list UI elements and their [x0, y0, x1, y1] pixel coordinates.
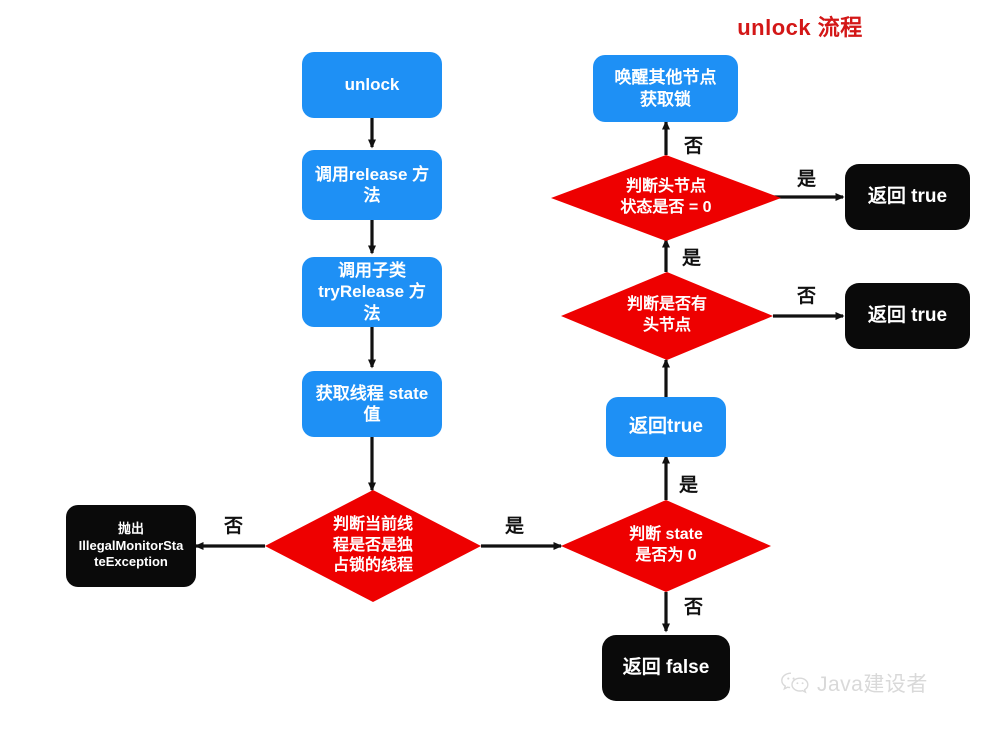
edge-label-exclusive-yes: 是	[505, 516, 525, 537]
node-call-try-release[interactable]: 调用子类 tryRelease 方法	[302, 257, 442, 327]
node-get-state[interactable]: 获取线程 state 值	[302, 371, 442, 437]
node-return-true-mid-label: 返回 true	[867, 305, 948, 327]
node-throw-exception-line1: 抛出	[117, 520, 144, 536]
node-check-head-state[interactable]: 判断头节点 状态是否 = 0	[551, 155, 781, 241]
node-get-state-line1: 获取线程 state	[315, 383, 429, 403]
node-return-true-top-label: 返回 true	[867, 186, 948, 208]
check-head-state-shape	[551, 155, 781, 241]
check-has-head-shape	[561, 272, 773, 360]
check-state-zero-shape	[561, 500, 771, 592]
node-wake-others-line2: 获取锁	[640, 89, 691, 109]
node-check-exclusive[interactable]: 判断当前线 程是否是独 占锁的线程	[265, 490, 481, 602]
edge-label-has-head-yes: 是	[682, 248, 702, 269]
node-check-has-head[interactable]: 判断是否有 头节点	[561, 272, 773, 360]
node-call-try-release-line1: 调用子类	[338, 261, 406, 281]
node-return-true-blue-label: 返回true	[629, 416, 703, 438]
edge-label-state-zero-no: 否	[684, 597, 704, 618]
node-throw-exception-line2: IllegalMonitorSta	[78, 537, 184, 553]
node-get-state-line2: 值	[363, 405, 381, 424]
watermark-text: Java建设者	[817, 673, 928, 696]
wechat-icon	[780, 671, 810, 695]
node-throw-exception-line3: teException	[94, 554, 168, 570]
node-return-true-blue[interactable]: 返回true	[606, 397, 726, 457]
node-wake-others[interactable]: 唤醒其他节点 获取锁	[593, 55, 738, 122]
node-call-release-line2: 法	[363, 186, 381, 205]
edge-label-has-head-no: 否	[797, 286, 817, 307]
node-check-state-zero[interactable]: 判断 state 是否为 0	[561, 500, 771, 592]
node-wake-others-line1: 唤醒其他节点	[614, 68, 717, 88]
node-unlock[interactable]: unlock	[302, 52, 442, 118]
node-throw-exception[interactable]: 抛出 IllegalMonitorSta teException	[66, 505, 196, 587]
check-exclusive-shape	[265, 490, 481, 602]
node-return-true-top[interactable]: 返回 true	[845, 164, 970, 230]
edge-label-head-state-yes: 是	[797, 169, 817, 190]
node-unlock-label: unlock	[344, 75, 400, 95]
watermark: Java建设者	[780, 668, 928, 698]
node-return-false-label: 返回 false	[622, 657, 710, 679]
page-title: unlock 流程	[737, 15, 863, 40]
node-call-release-line1: 调用release 方	[314, 164, 430, 184]
node-call-release[interactable]: 调用release 方 法	[302, 150, 442, 220]
node-call-try-release-line2: tryRelease 方法	[318, 282, 426, 323]
node-return-false[interactable]: 返回 false	[602, 635, 730, 701]
edge-label-exclusive-no: 否	[224, 516, 244, 537]
node-return-true-mid[interactable]: 返回 true	[845, 283, 970, 349]
edge-label-state-zero-yes: 是	[679, 475, 699, 496]
edge-label-head-state-no: 否	[684, 136, 704, 157]
